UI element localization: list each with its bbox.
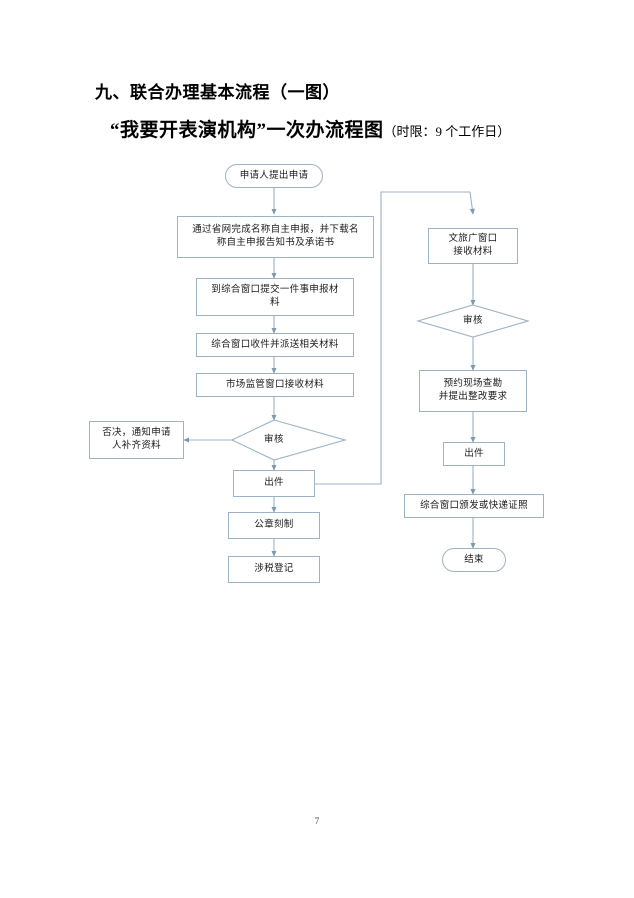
page-title-main: “我要开表演机构”一次办流程图 xyxy=(110,120,384,141)
node-submit-window[interactable]: 到综合窗口提交一件事申报材 料 xyxy=(196,278,354,316)
edge-culture-entry-arrow xyxy=(469,191,475,215)
node-market-window-label: 市场监管窗口接收材料 xyxy=(225,379,324,390)
node-issue-left-label: 出件 xyxy=(264,478,284,488)
page-title: “我要开表演机构”一次办流程图（时限：9 个工作日） xyxy=(110,115,510,142)
node-issue-right-label: 出件 xyxy=(464,448,484,459)
node-review-right[interactable]: 审核 xyxy=(436,311,510,331)
node-tax-registration-label: 涉税登记 xyxy=(254,564,294,574)
node-issue-left[interactable]: 出件 xyxy=(233,470,315,497)
node-review-left-label: 审核 xyxy=(263,434,284,445)
node-receive-dispatch-label: 综合窗口收件并派送相关材料 xyxy=(211,339,339,350)
node-license-delivery[interactable]: 综合窗口颁发或快递证照 xyxy=(404,494,544,518)
shape-review-right-diamond xyxy=(416,304,530,338)
section-heading: 九、联合办理基本流程（一图） xyxy=(95,83,340,102)
node-culture-window-label: 文旅广窗口 接收材料 xyxy=(448,234,498,257)
node-name-declare-label: 通过省网完成名称自主申报，并下载名 称自主申报告知书及承诺书 xyxy=(192,225,359,248)
edge-issue-left-to-culture xyxy=(315,191,470,485)
shape-review-left-diamond xyxy=(230,419,348,461)
node-culture-window[interactable]: 文旅广窗口 接收材料 xyxy=(428,228,518,264)
page-title-suffix: （时限：9 个工作日） xyxy=(383,124,511,139)
node-market-window[interactable]: 市场监管窗口接收材料 xyxy=(196,373,354,397)
node-name-declare[interactable]: 通过省网完成名称自主申报，并下载名 称自主申报告知书及承诺书 xyxy=(177,216,374,258)
node-tax-registration[interactable]: 涉税登记 xyxy=(228,556,320,583)
node-start-label: 申请人提出申请 xyxy=(239,170,309,181)
node-review-right-label: 审核 xyxy=(462,315,483,326)
page-number: 7 xyxy=(314,816,320,826)
node-seal-making[interactable]: 公章刻制 xyxy=(228,512,320,539)
node-receive-dispatch[interactable]: 综合窗口收件并派送相关材料 xyxy=(196,333,354,357)
node-seal-making-label: 公章刻制 xyxy=(254,520,294,530)
node-reject-label: 否决，通知申请 人补齐资料 xyxy=(102,428,171,451)
node-end[interactable]: 结束 xyxy=(442,548,506,572)
node-submit-window-label: 到综合窗口提交一件事申报材 料 xyxy=(211,285,339,308)
node-review-left[interactable]: 审核 xyxy=(232,430,316,450)
node-issue-right[interactable]: 出件 xyxy=(443,442,505,466)
node-reject[interactable]: 否决，通知申请 人补齐资料 xyxy=(89,421,184,459)
node-license-delivery-label: 综合窗口颁发或快递证照 xyxy=(420,500,528,511)
node-start[interactable]: 申请人提出申请 xyxy=(225,164,323,188)
node-end-label: 结束 xyxy=(464,554,484,565)
node-site-survey[interactable]: 预约现场查勘 并提出整改要求 xyxy=(419,370,527,412)
node-site-survey-label: 预约现场查勘 并提出整改要求 xyxy=(438,379,508,402)
